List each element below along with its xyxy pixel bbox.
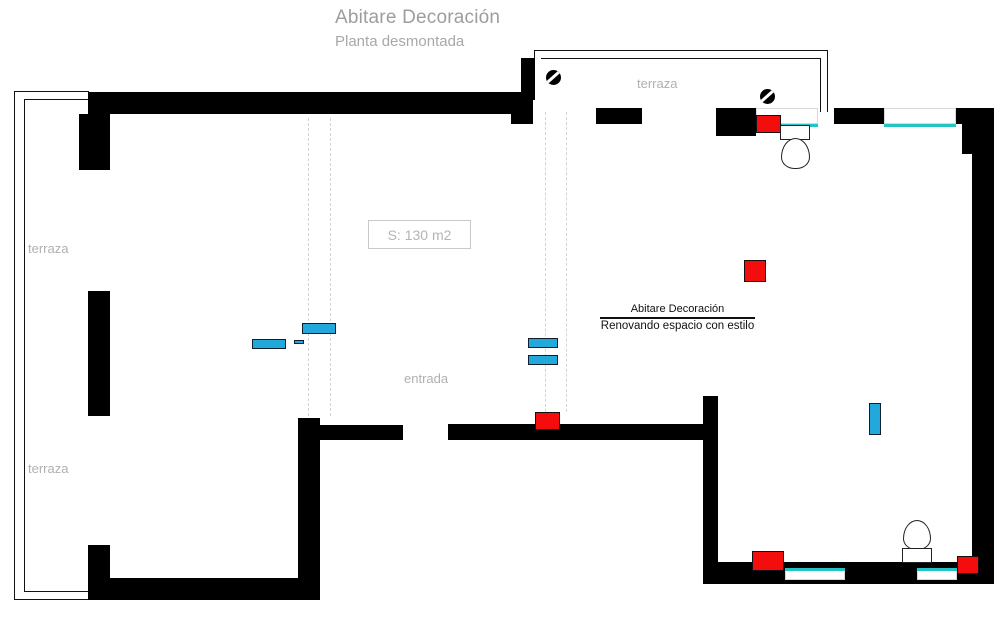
terrace-outline-edge [541,58,821,59]
wall-segment [448,424,716,440]
label-terraza-left-upper: terraza [28,241,69,256]
column-marker-icon [760,89,775,104]
guide-line [566,112,567,412]
wall-segment [88,92,533,114]
wall-segment [716,108,756,136]
stamp-company-name: Abitare Decoración [630,303,725,315]
terrace-outline-edge [14,599,89,600]
wall-segment [521,58,535,100]
radiator-element [756,115,781,133]
wall-segment [88,578,320,600]
wall-segment [972,108,994,578]
window-glazing [785,568,845,571]
guide-line [330,118,331,416]
radiator-element [752,551,784,571]
wall-segment [79,114,110,170]
wall-segment [703,396,718,578]
window-glazing [884,124,956,127]
furniture-block [302,323,336,334]
terrace-outline-edge [827,50,828,112]
furniture-block [252,339,286,349]
guide-line [545,112,546,412]
window-glazing [917,568,957,571]
wall-segment [596,108,642,124]
wall-segment [834,108,856,124]
window-opening [884,108,956,124]
terrace-outline-edge [14,91,89,92]
wall-segment [88,366,98,416]
furniture-block [294,340,304,344]
wall-segment [962,124,994,154]
furniture-block [869,403,881,435]
furniture-block [528,355,558,365]
terrace-outline-edge [534,50,828,51]
terrace-outline-edge [24,99,25,592]
toilet-tank [902,548,932,563]
company-stamp: Abitare Decoración Renovando espacio con… [600,303,755,333]
label-terraza-left-lower: terraza [28,461,69,476]
guide-line [308,118,309,416]
wall-segment [843,562,917,584]
label-entrada: entrada [404,371,449,386]
radiator-element [957,556,979,574]
stamp-divider [600,317,755,319]
wall-segment [308,425,403,440]
label-terraza-top: terraza [637,76,678,91]
furniture-block [528,338,558,348]
page-subtitle: Planta desmontada [335,33,465,50]
wall-segment [511,92,533,124]
radiator-element [744,260,766,282]
stamp-tagline: Renovando espacio con estilo [600,319,755,332]
wall-segment [298,418,320,600]
terrace-outline-edge [24,591,89,592]
toilet-bowl [903,520,931,550]
area-label-box: S: 130 m2 [368,220,471,249]
area-label-text: S: 130 m2 [387,226,452,243]
page-title: Abitare Decoración [335,7,501,28]
terrace-outline-edge [14,91,15,600]
toilet-bowl [781,138,810,169]
terrace-outline-edge [24,99,89,100]
column-marker-icon [546,70,561,85]
terrace-outline-edge [820,58,821,112]
door-opening-marker [535,412,560,430]
